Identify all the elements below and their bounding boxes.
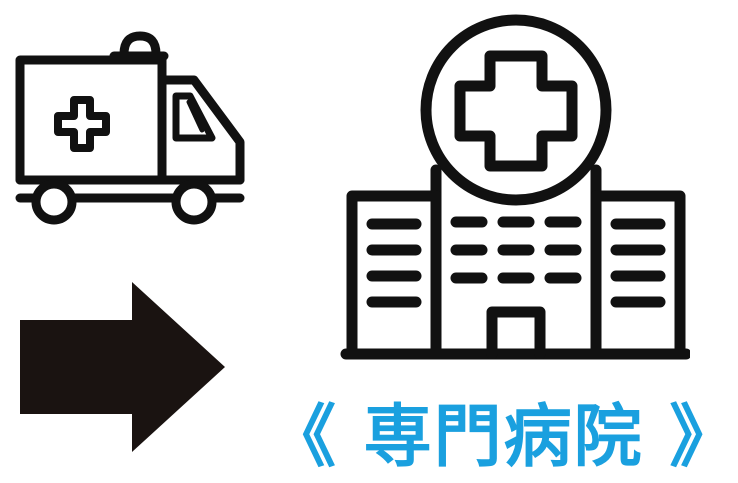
hospital-building-icon [340,14,690,360]
caption-label: 《 専門病院 》 [268,398,738,477]
arrow-right-icon [20,282,225,452]
ambulance-icon [15,31,245,225]
